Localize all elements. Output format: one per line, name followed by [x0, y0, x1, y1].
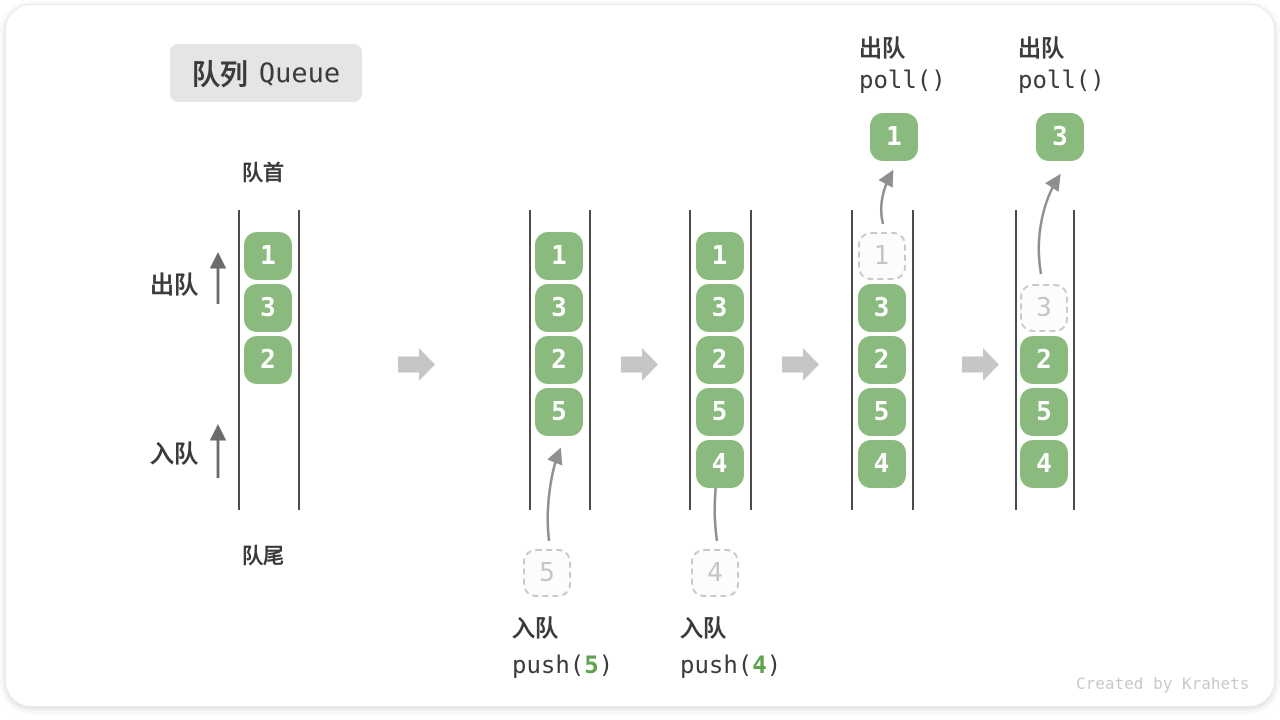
queue-item: 4	[857, 440, 906, 488]
poll-label: 出队	[859, 35, 905, 61]
poll-label: 出队	[1018, 35, 1064, 61]
queue-wall-right	[298, 210, 300, 510]
queue-item: 3	[535, 284, 583, 332]
enqueue-arg: 4	[752, 651, 767, 679]
enqueue-arg: 5	[584, 651, 599, 679]
queue-wall-left	[1015, 210, 1017, 510]
poll-code: poll()	[859, 66, 946, 94]
queue-item-removed: 3	[1020, 284, 1068, 332]
queue-wall-right	[589, 210, 591, 510]
queue-item: 2	[695, 336, 744, 384]
queue-item: 2	[1020, 336, 1068, 384]
queue-wall-left	[689, 210, 691, 510]
enqueue-code: push(5)	[512, 651, 614, 679]
queue-wall-left	[851, 210, 853, 510]
dequeue-direction-label: 出队	[150, 272, 198, 299]
queue-item: 5	[695, 388, 744, 436]
queue-item: 2	[244, 336, 292, 384]
enqueue-operation-label-1: 入队 push(5)	[512, 610, 613, 684]
title-en: Queue	[258, 57, 341, 89]
queue-item-removed: 1	[857, 232, 906, 280]
incoming-item-ghost: 4	[691, 549, 739, 597]
polled-item: 1	[870, 113, 918, 161]
queue-item: 3	[857, 284, 906, 332]
queue-wall-right	[912, 210, 914, 510]
queue-rear-label: 队尾	[242, 545, 284, 568]
queue-item: 2	[535, 336, 583, 384]
poll-operation-header-1: 出队 poll()	[859, 32, 946, 96]
incoming-item-ghost: 5	[523, 549, 571, 597]
queue-wall-right	[1073, 210, 1075, 510]
queue-item: 3	[695, 284, 744, 332]
enqueue-label: 入队	[680, 615, 726, 641]
title-zh: 队列	[191, 59, 248, 90]
figure-card	[5, 4, 1275, 707]
watermark: Created by Krahets	[1076, 674, 1250, 693]
queue-wall-left	[529, 210, 531, 510]
polled-item: 3	[1036, 113, 1084, 161]
poll-operation-header-2: 出队 poll()	[1018, 32, 1105, 96]
queue-item: 2	[857, 336, 906, 384]
enqueue-direction-label: 入队	[150, 441, 198, 468]
queue-wall-right	[750, 210, 752, 510]
queue-wall-left	[238, 210, 240, 510]
queue-item: 4	[695, 440, 744, 488]
queue-item: 4	[1020, 440, 1068, 488]
queue-item: 1	[244, 232, 292, 280]
queue-front-label: 队首	[242, 162, 284, 185]
enqueue-code: push(4)	[680, 651, 782, 679]
queue-item: 1	[695, 232, 744, 280]
queue-item: 5	[1020, 388, 1068, 436]
enqueue-operation-label-2: 入队 push(4)	[680, 610, 781, 684]
title-badge: 队列 Queue	[170, 44, 362, 102]
queue-item: 1	[535, 232, 583, 280]
queue-item: 5	[535, 388, 583, 436]
queue-item: 3	[244, 284, 292, 332]
queue-item: 5	[857, 388, 906, 436]
poll-code: poll()	[1018, 66, 1105, 94]
enqueue-label: 入队	[512, 615, 558, 641]
